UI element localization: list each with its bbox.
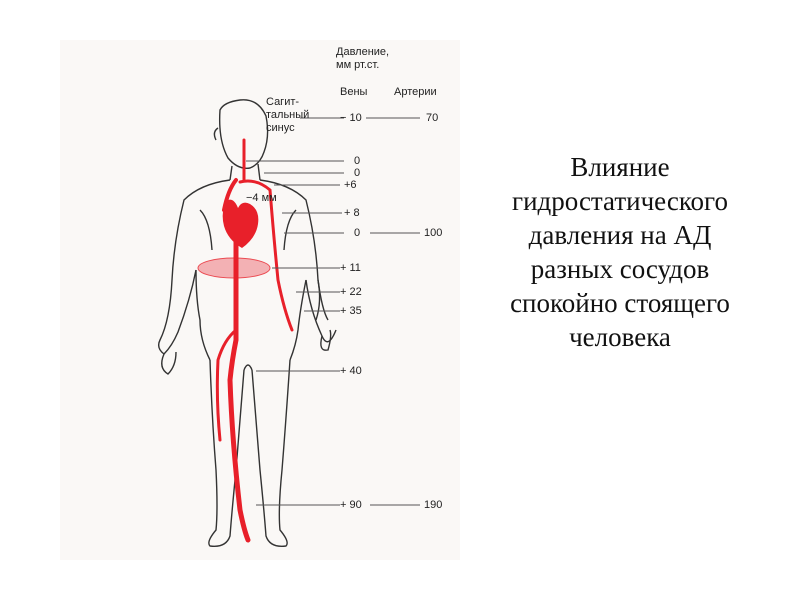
veins-column-header: Вены [340,86,368,98]
artery-pressure-head: 70 [426,112,439,124]
pressure-unit: мм рт.ст. [336,59,380,71]
vein-pressure-thigh: + 40 [340,365,362,377]
title-line: Влияние [570,152,670,182]
title-line: давления на АД [528,220,712,250]
pressure-heading: Давление, [336,46,390,58]
human-body-figure [157,99,420,547]
vein-pressure-heart: 0 [354,227,361,239]
sinus-label-line2: тальный [266,109,310,121]
vein-pressure-abdomen: + 11 [340,262,361,274]
vein-pressure-foot: + 90 [340,499,362,511]
body-outline [157,99,337,547]
sinus-label-line1: Сагит- [266,96,300,108]
heart-icon [222,199,259,248]
artery-pressure-foot: 190 [424,499,443,511]
slide-title: Влияние гидростатического давления на АД… [460,150,780,354]
title-line: гидростатического [512,186,728,216]
arteries-column-header: Артерии [394,86,437,98]
leader-lines [246,117,420,506]
vein-pressure-pelvis: + 22 [340,286,362,298]
vein-pressure-subclavian: +6 [344,179,357,191]
sinus-label-line3: синус [266,122,295,134]
vein-pressure-sinus: − 10 [340,112,362,124]
artery-pressure-heart: 100 [424,227,443,239]
vein-pressure-jugular: 0 [354,167,361,179]
vein-pressure-hand: + 35 [340,305,362,317]
thorax-pressure-label: −4 мм [246,192,277,204]
vessels [215,138,294,543]
vein-pressure-neck: 0 [354,155,361,167]
title-line: человека [569,322,671,352]
title-line: разных сосудов [530,254,710,284]
anatomy-diagram: Давление, мм рт.ст. Вены Артерии Сагит- … [60,40,460,560]
title-line: спокойно стоящего [510,288,730,318]
vein-pressure-arm: + 8 [344,207,360,219]
